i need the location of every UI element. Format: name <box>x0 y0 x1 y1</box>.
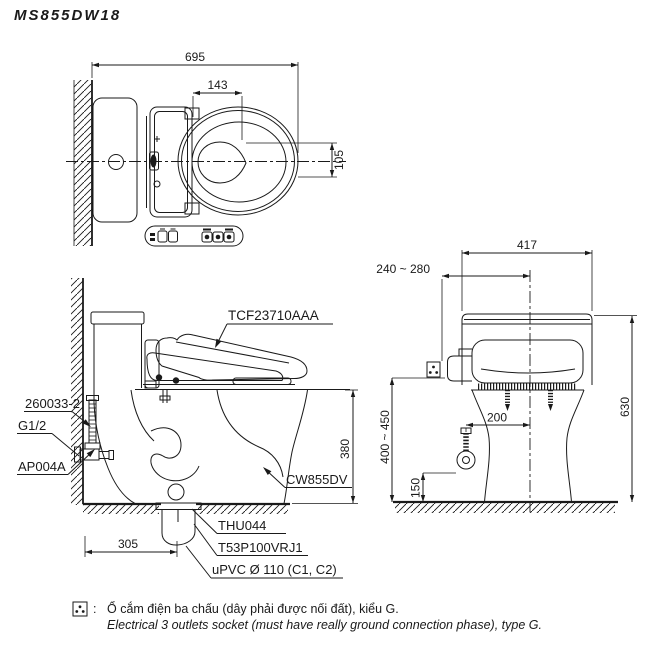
label-hose: 260033-2 <box>24 396 91 427</box>
dimension-400-450: 400 ~ 450 <box>378 377 445 502</box>
svg-text:uPVC Ø 110 (C1, C2): uPVC Ø 110 (C1, C2) <box>212 562 337 577</box>
side-view: 305 380 TCF23710AAA 260033-2 G1/2 <box>17 278 358 579</box>
seat-lid-top-view <box>177 106 299 216</box>
svg-text:AP004A: AP004A <box>18 459 66 474</box>
svg-text:260033-2: 260033-2 <box>25 396 80 411</box>
dimension-150: 150 <box>409 472 456 502</box>
note-line-english: Electrical 3 outlets socket (must have r… <box>107 618 542 632</box>
svg-text:TCF23710AAA: TCF23710AAA <box>228 308 319 323</box>
tank-top-view <box>92 97 147 223</box>
page-title: MS855DW18 <box>14 7 121 24</box>
stop-valve-icon <box>456 427 476 470</box>
label-joint: T53P100VRJ1 <box>193 523 308 556</box>
dim-text-305: 305 <box>118 537 138 551</box>
power-socket-icon <box>426 361 441 378</box>
dimension-143: 143 <box>192 78 243 140</box>
supply-valve-side-view <box>74 395 114 463</box>
tank-rear-view <box>461 313 593 385</box>
dim-text-695: 695 <box>185 50 205 64</box>
top-view: 695 143 105 <box>66 50 346 247</box>
dimension-305: 305 <box>84 536 178 557</box>
dim-text-380: 380 <box>338 439 352 459</box>
label-flange: THU044 <box>191 508 286 534</box>
dim-text-143: 143 <box>207 78 227 92</box>
rear-view: 417 240 ~ 280 630 400 ~ 450 <box>376 238 637 513</box>
wall-hatch-top-view <box>73 80 93 246</box>
label-washlet: TCF23710AAA <box>215 308 333 348</box>
dimension-240-280: 240 ~ 280 <box>376 262 530 361</box>
svg-text:CW855DV: CW855DV <box>286 472 348 487</box>
dim-text-240-280: 240 ~ 280 <box>376 262 430 276</box>
dimension-380: 380 <box>292 389 358 504</box>
dimension-695: 695 <box>91 50 299 153</box>
dim-text-400-450: 400 ~ 450 <box>378 410 392 464</box>
svg-text:THU044: THU044 <box>218 518 266 533</box>
drain-pipe-side-view <box>155 502 202 546</box>
footnote: : Ổ cắm điện ba chấu (dây phải được nối … <box>72 601 542 632</box>
dim-text-150: 150 <box>409 478 423 498</box>
label-drain-pipe: uPVC Ø 110 (C1, C2) <box>185 545 343 579</box>
label-stop-valve: AP004A <box>17 449 95 475</box>
label-thread: G1/2 <box>17 418 80 457</box>
control-panel-top-view <box>144 225 244 247</box>
dimension-630: 630 <box>594 315 637 502</box>
floor-side-view <box>83 502 290 514</box>
svg-text:T53P100VRJ1: T53P100VRJ1 <box>218 540 303 555</box>
bowl-side-view <box>93 389 308 504</box>
wall-hatch-side-view <box>71 278 84 505</box>
dim-text-630: 630 <box>618 397 632 417</box>
dim-text-200: 200 <box>487 411 507 425</box>
tank-side-view <box>90 311 145 403</box>
washlet-rear-view <box>447 339 584 411</box>
pedestal-rear-view <box>471 389 585 503</box>
label-bowl: CW855DV <box>263 467 352 488</box>
washlet-side-view <box>135 333 350 403</box>
floor-rear-view <box>393 500 618 513</box>
dimension-200: 200 <box>465 411 530 432</box>
socket-legend-icon <box>72 601 88 617</box>
washlet-base-top-view <box>149 106 200 218</box>
dim-text-105: 105 <box>332 150 346 170</box>
svg-text:G1/2: G1/2 <box>18 418 46 433</box>
dimension-105: 105 <box>246 142 346 178</box>
note-line-vietnamese: Ổ cắm điện ba chấu (dây phải được nối đấ… <box>107 601 399 616</box>
dimension-417: 417 <box>461 238 593 311</box>
note-separator: : <box>93 602 96 616</box>
dim-text-417: 417 <box>517 238 537 252</box>
